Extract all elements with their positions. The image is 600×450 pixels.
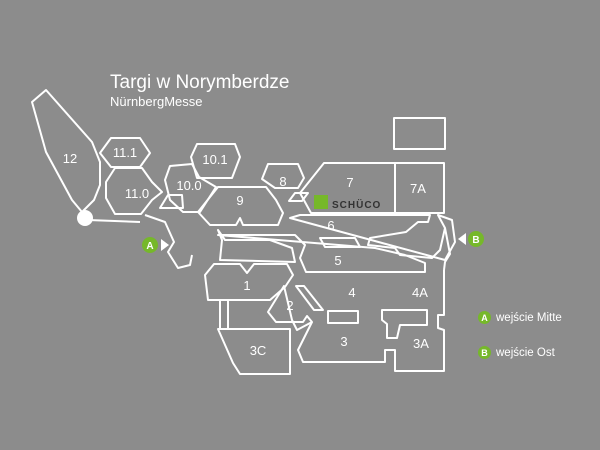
hall-label: 11.0 [125, 186, 149, 201]
map-subtitle: NürnbergMesse [110, 94, 203, 109]
hall-label: 7 [346, 175, 353, 190]
hall-label: 4A [412, 285, 428, 300]
legend-label: wejście Ost [496, 346, 555, 359]
hall-3c[interactable] [217, 328, 291, 375]
legend-item-b: B wejście Ost [478, 346, 555, 359]
hall-label: 3C [250, 343, 267, 358]
map-title: Targi w Norymberdze [110, 72, 290, 93]
hall-6[interactable] [289, 214, 456, 261]
entrance-a-badge: A [478, 311, 491, 324]
hall-9[interactable] [197, 186, 284, 226]
entrance-b-marker[interactable]: B [458, 231, 484, 247]
access-point-marker [77, 210, 93, 226]
hall-label: 3 [340, 334, 347, 349]
hall-label: 3A [413, 336, 429, 351]
hall-block [217, 229, 296, 263]
hall-11-1[interactable] [99, 137, 151, 168]
arrow-right-icon [161, 239, 169, 251]
hall-3a-inner [381, 309, 428, 339]
hall-annex [393, 117, 446, 150]
hall-label: 9 [236, 193, 243, 208]
hall-2[interactable] [267, 285, 313, 331]
corridor [295, 285, 324, 311]
hall-12[interactable] [31, 89, 101, 213]
hall-label: 7A [410, 181, 426, 196]
hall-label: 8 [279, 174, 286, 189]
corridor [288, 192, 309, 202]
hall-label: 10.1 [202, 152, 227, 167]
legend-label: wejście Mitte [496, 311, 562, 324]
entrance-b-letter: B [472, 235, 479, 246]
hall-label: 2 [286, 298, 293, 313]
hall-label: 6 [327, 218, 334, 233]
hall-label: 10.0 [176, 178, 201, 193]
hall-10-0[interactable] [164, 163, 217, 213]
entrance-a-marker[interactable]: A [142, 237, 169, 253]
arrow-left-icon [458, 233, 466, 245]
entrance-a-letter: A [146, 241, 153, 252]
hall-10-1[interactable] [190, 143, 241, 179]
hall-label: 4 [348, 285, 355, 300]
hall-label: 12 [63, 151, 77, 166]
corridor [159, 194, 184, 209]
schuco-logo-text: SCHÜCO [332, 198, 381, 211]
hall-label: 1 [243, 278, 250, 293]
hall-6-east [443, 227, 451, 271]
hall-a-wing [144, 214, 193, 269]
entrance-b-badge: B [478, 346, 491, 359]
hall-label: 11.1 [113, 145, 137, 160]
hall-7a[interactable] [394, 162, 445, 214]
schuco-logo-square [314, 195, 328, 209]
hall-8[interactable] [261, 163, 305, 189]
hall-label: 5 [334, 253, 341, 268]
hall-11-0[interactable] [105, 167, 163, 215]
legend-item-a: A wejście Mitte [478, 311, 562, 324]
corridor [327, 310, 359, 324]
hall-5[interactable] [217, 234, 426, 273]
hall-3-4[interactable] [297, 270, 445, 372]
